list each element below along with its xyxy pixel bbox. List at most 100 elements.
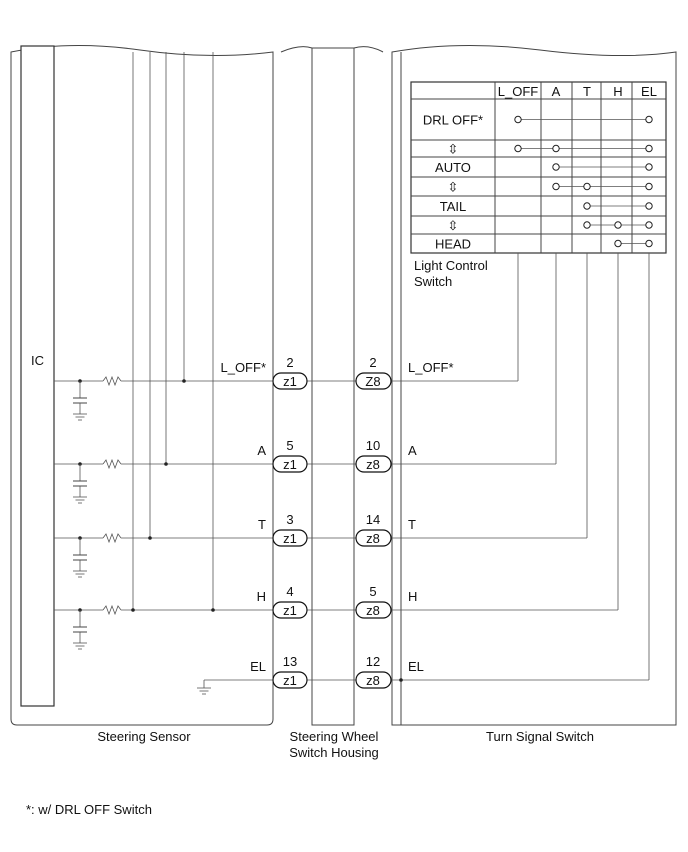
table-row-label: ⇳ bbox=[448, 218, 459, 233]
signal-row: z1 3 Tz8 14 T bbox=[54, 512, 587, 578]
pin-left-number: 5 bbox=[286, 438, 293, 453]
switch-contact bbox=[645, 239, 653, 248]
pin-right-number: 14 bbox=[366, 512, 380, 527]
connector-right bbox=[355, 372, 392, 390]
signal-row: z1 13 EL z8 12 EL bbox=[197, 654, 649, 695]
switch-contact bbox=[583, 202, 591, 210]
table-col-header: L_OFF bbox=[498, 84, 539, 99]
table-row-label: TAIL bbox=[440, 199, 467, 214]
connector-right-label: Z8 bbox=[365, 374, 380, 389]
pin-left-number: 4 bbox=[286, 584, 293, 599]
connector-right-label: z8 bbox=[366, 531, 380, 546]
connector-right bbox=[355, 455, 392, 473]
junction-dot bbox=[182, 379, 186, 383]
switch-contact bbox=[552, 182, 560, 191]
connector-right-label: z8 bbox=[366, 603, 380, 618]
junction-dot bbox=[164, 462, 168, 466]
table-row-label: DRL OFF* bbox=[423, 113, 483, 128]
switch-contact bbox=[552, 144, 560, 153]
table-col-header: T bbox=[583, 84, 591, 99]
signal-name-left: T bbox=[258, 517, 266, 532]
resistor bbox=[102, 375, 122, 387]
switch-contact bbox=[583, 221, 591, 229]
signal-name-left: A bbox=[257, 443, 266, 458]
signal-row: z1 5 Az8 10 A bbox=[54, 438, 556, 504]
switch-contact bbox=[552, 163, 560, 171]
signal-row: z1 4 Hz8 5 H bbox=[54, 584, 618, 650]
connector-left bbox=[272, 601, 308, 619]
junction-dot bbox=[211, 608, 215, 612]
switch-contact bbox=[614, 239, 622, 248]
connector-left bbox=[272, 529, 308, 547]
signal-name-left: EL bbox=[250, 659, 266, 674]
switch-contact bbox=[645, 115, 653, 124]
signal-name-left: L_OFF* bbox=[220, 360, 266, 375]
table-col-header: H bbox=[613, 84, 622, 99]
connector-left-label: z1 bbox=[283, 673, 297, 688]
connector-left-label: z1 bbox=[283, 457, 297, 472]
signal-name-left: H bbox=[257, 589, 266, 604]
table-col-header: A bbox=[552, 84, 561, 99]
connector-right-label: z8 bbox=[366, 673, 380, 688]
connector-right-label: z8 bbox=[366, 457, 380, 472]
connector-right bbox=[355, 529, 392, 547]
switch-contact bbox=[614, 221, 622, 229]
housing-label-line2: Switch Housing bbox=[289, 745, 379, 760]
switch-contact bbox=[645, 163, 653, 171]
connector-left-label: z1 bbox=[283, 374, 297, 389]
housing-label-line1: Steering Wheel bbox=[290, 729, 379, 744]
table-row-label: ⇳ bbox=[448, 180, 459, 195]
signal-name-right: EL bbox=[408, 659, 424, 674]
turn-signal-switch-box bbox=[391, 44, 677, 726]
resistor bbox=[102, 604, 122, 616]
switch-contact bbox=[645, 221, 653, 229]
signal-rows: z1 2 L_OFF* Z8 2 L_OFF* z1 5 Az8 10 Az1 3 Tz8 14 Tz1 4 H… bbox=[54, 355, 649, 695]
light-switch-caption-line1: Light Control bbox=[414, 258, 488, 273]
pin-right-number: 10 bbox=[366, 438, 380, 453]
connector-left-label: z1 bbox=[283, 603, 297, 618]
steering-sensor-label: Steering Sensor bbox=[97, 729, 191, 744]
connector-right bbox=[355, 601, 392, 619]
signal-name-right: A bbox=[408, 443, 417, 458]
ic-label: IC bbox=[31, 353, 44, 368]
signal-name-right: T bbox=[408, 517, 416, 532]
connector-left bbox=[272, 455, 308, 473]
signal-row: z1 2 L_OFF* Z8 2 L_OFF* bbox=[54, 355, 518, 421]
junction-dot bbox=[148, 536, 152, 540]
switch-contact bbox=[645, 182, 653, 191]
light-control-switch-table: L_OFF A T H EL DRL OFF* ⇳ AUTO ⇳ TAIL ⇳ HEAD bbox=[410, 81, 667, 680]
switch-housing-box bbox=[280, 46, 384, 726]
switch-contact bbox=[645, 144, 653, 153]
resistor bbox=[102, 458, 122, 470]
junction-dot bbox=[131, 608, 135, 612]
steering-sensor-box: IC bbox=[10, 44, 274, 726]
junction-dot bbox=[399, 678, 403, 682]
switch-contact bbox=[583, 182, 591, 191]
signal-name-right: L_OFF* bbox=[408, 360, 454, 375]
table-col-header: EL bbox=[641, 84, 657, 99]
pin-left-number: 3 bbox=[286, 512, 293, 527]
resistor bbox=[102, 532, 122, 544]
table-row-label: ⇳ bbox=[448, 142, 459, 157]
turn-signal-label: Turn Signal Switch bbox=[486, 729, 594, 744]
pin-left-number: 13 bbox=[283, 654, 297, 669]
housing-block bbox=[311, 47, 355, 726]
light-switch-caption-line2: Switch bbox=[414, 274, 452, 289]
connector-right bbox=[355, 671, 392, 689]
connector-left-label: z1 bbox=[283, 531, 297, 546]
connector-left bbox=[272, 671, 308, 689]
signal-name-right: H bbox=[408, 589, 417, 604]
pin-left-number: 2 bbox=[286, 355, 293, 370]
switch-contact bbox=[514, 115, 522, 124]
connector-left bbox=[272, 372, 308, 390]
table-row-label: HEAD bbox=[435, 237, 471, 252]
switch-contact bbox=[514, 144, 522, 153]
ic-block bbox=[20, 45, 55, 707]
switch-contact bbox=[645, 202, 653, 210]
pin-right-number: 5 bbox=[369, 584, 376, 599]
table-row-label: AUTO bbox=[435, 160, 471, 175]
sensor-internal-bus bbox=[132, 52, 214, 610]
pin-right-number: 12 bbox=[366, 654, 380, 669]
pin-right-number: 2 bbox=[369, 355, 376, 370]
